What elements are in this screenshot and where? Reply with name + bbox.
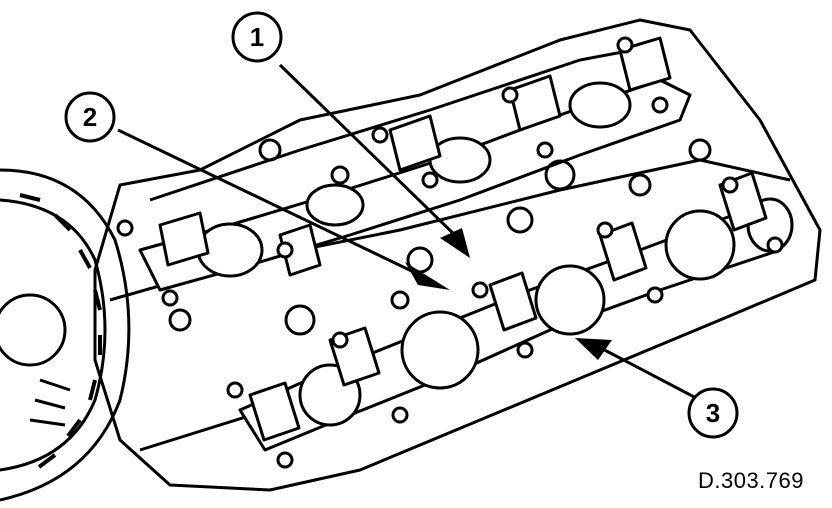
figure-reference: D.303.769 xyxy=(697,468,804,493)
svg-text:2: 2 xyxy=(83,102,97,132)
callout-2: 2 xyxy=(64,91,116,143)
gear-teeth xyxy=(19,193,102,469)
upper-camshaft xyxy=(116,36,692,307)
svg-text:3: 3 xyxy=(706,398,720,428)
head-bolt-holes xyxy=(168,138,712,336)
callout-3: 3 xyxy=(687,387,739,439)
timing-gear xyxy=(0,168,131,502)
svg-text:1: 1 xyxy=(250,22,264,52)
leader-3 xyxy=(575,338,701,402)
callout-1: 1 xyxy=(231,11,283,63)
lower-camshaft xyxy=(226,171,794,469)
leader-1 xyxy=(278,63,470,258)
leader-2 xyxy=(117,128,450,290)
